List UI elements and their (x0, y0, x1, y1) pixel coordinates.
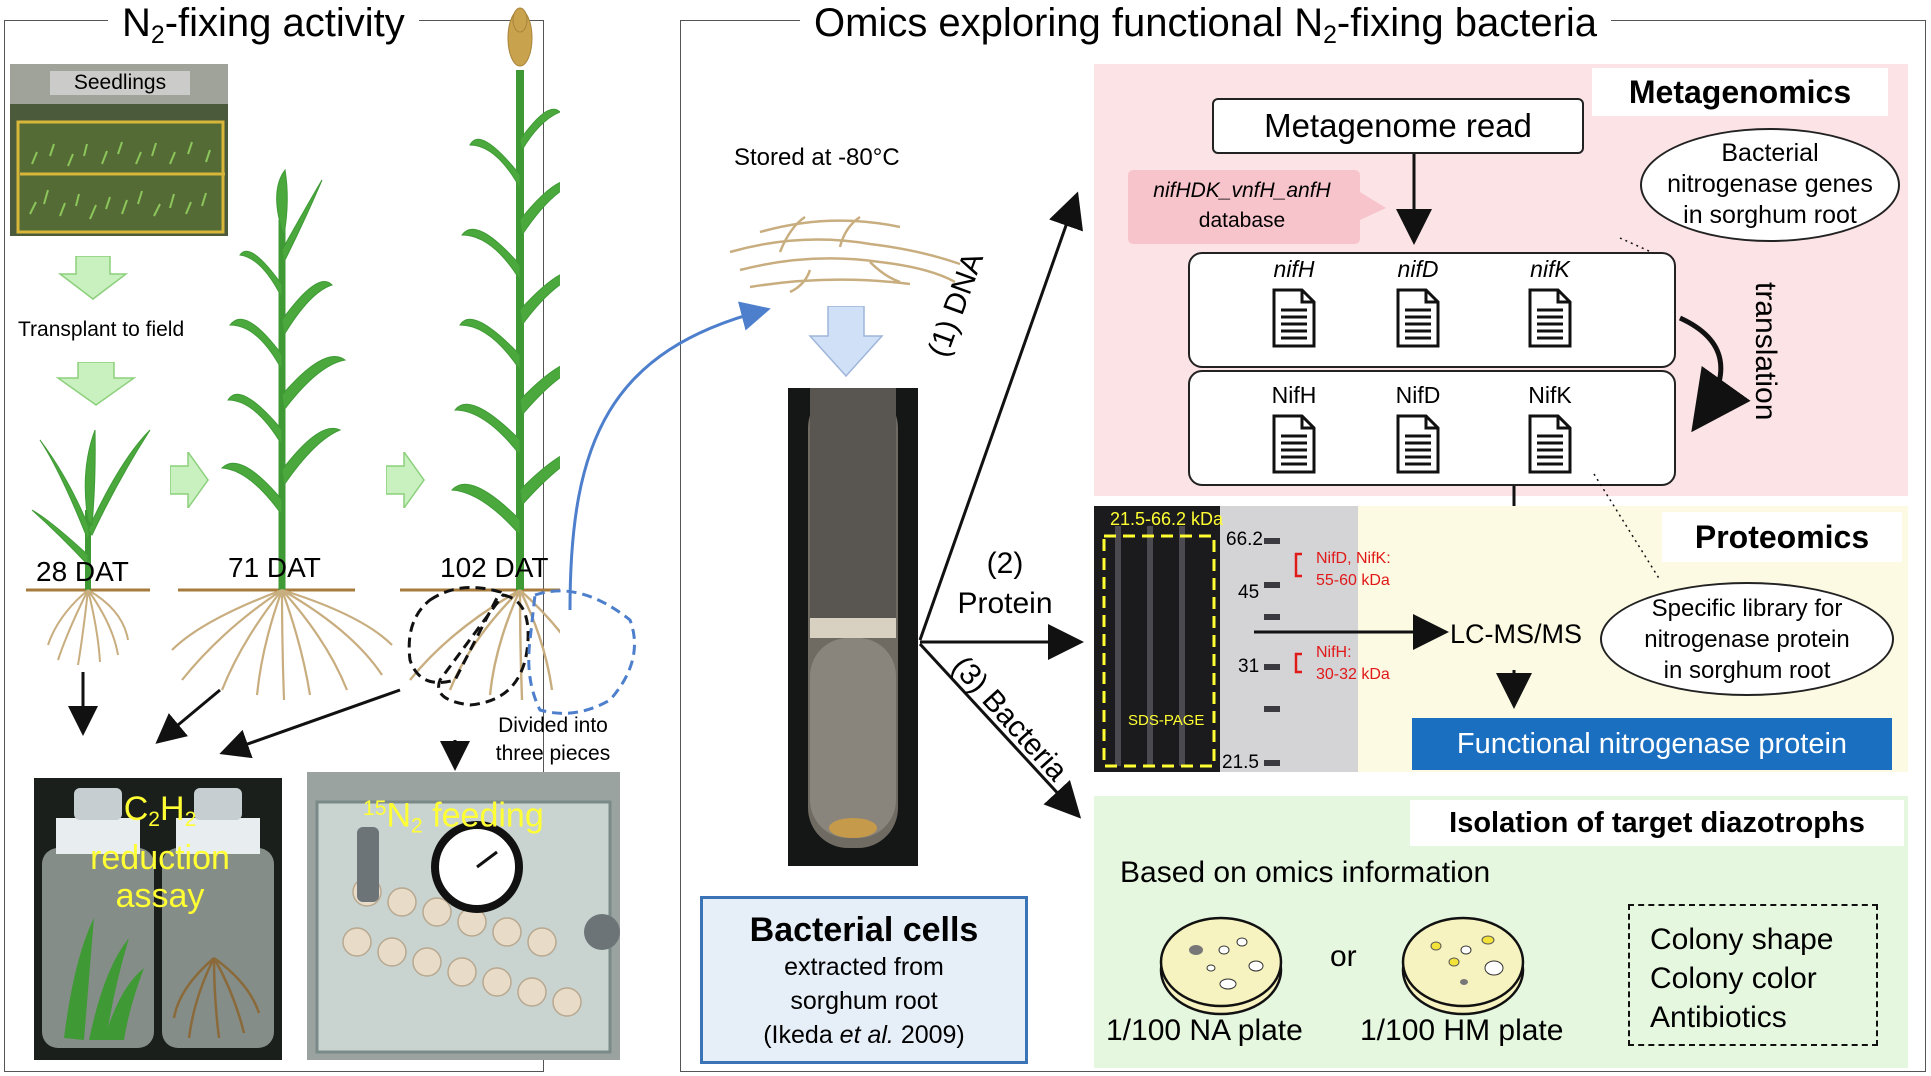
gene-label-nifk: nifK (1530, 256, 1570, 282)
marker-31: 31 (1238, 656, 1260, 677)
feeding-photo (307, 772, 620, 1060)
transplant-arrow-1 (58, 256, 128, 300)
root-piece-1 (407, 586, 503, 684)
protein-label-nifk: NifK (1528, 382, 1572, 408)
na-plate (1159, 916, 1283, 1016)
sds-page-gel (1094, 506, 1358, 772)
functional-protein-box: Functional nitrogenase protein (1412, 718, 1892, 770)
criteria-box: Colony shape Colony color Antibiotics (1628, 904, 1878, 1046)
arrow-protein-label: (2) Protein (957, 547, 1053, 620)
hm-plate-label: 1/100 HM plate (1360, 1014, 1564, 1047)
based-on-label: Based on omics information (1120, 856, 1491, 889)
database-callout (1128, 170, 1386, 244)
protein-label-nifd: NifD (1395, 382, 1441, 408)
plant-28dat (31, 429, 151, 590)
document-icon-nifh (1272, 288, 1316, 348)
or-label: or (1330, 940, 1357, 973)
marker-66: 66.2 (1226, 529, 1263, 550)
left-arrows (68, 672, 470, 771)
protein-label-nifh: NifH (1271, 382, 1317, 408)
document-icon-nifh-protein (1272, 414, 1316, 474)
panicle (507, 7, 533, 67)
library-connector (1593, 473, 1661, 581)
growth-arrow-2 (386, 452, 425, 508)
stage-label-102dat: 102 DAT (440, 552, 549, 583)
bacterial-cells-box: Bacterial cells extracted from sorghum r… (700, 896, 1028, 1064)
lcms-label: LC-MS/MS (1450, 619, 1583, 649)
plant-102dat (450, 70, 560, 590)
root-piece-3 (527, 589, 636, 715)
criteria-antibiotics: Antibiotics (1650, 1001, 1787, 1034)
assay-photo (34, 778, 282, 1060)
proteomics-label: Proteomics (1662, 512, 1902, 562)
stage-label-28dat: 28 DAT (36, 556, 129, 587)
omics-arrows (918, 191, 1084, 819)
bacterial-cells-line2: extracted from (784, 953, 944, 981)
right-panel-title: Omics exploring functional N2-fixing bac… (800, 2, 1612, 57)
document-icon-nifd-protein (1396, 414, 1440, 474)
na-plate-label: 1/100 NA plate (1106, 1014, 1303, 1047)
protein-library-oval: Specific library for nitrogenase protein… (1600, 582, 1894, 696)
band-label-nifdk: NifD, NifK: 55-60 kDa (1316, 550, 1391, 589)
bacterial-cells-title: Bacterial cells (749, 911, 979, 949)
gel-range-label: 21.5-66.2 kDa (1110, 509, 1224, 529)
extraction-arrow (808, 306, 884, 378)
roots-102dat (409, 588, 560, 701)
roots-28dat (47, 589, 129, 666)
plant-growth-illustration (26, 7, 560, 707)
stored-roots (729, 215, 961, 294)
gene-label-nifh: nifH (1273, 256, 1315, 282)
document-icon-nifk (1528, 288, 1572, 348)
left-panel-title: N2-fixing activity (108, 2, 419, 57)
gel-name-label: SDS-PAGE (1128, 712, 1205, 729)
transplant-arrow-2 (56, 362, 136, 406)
feeding-label: 15N2 feeding (363, 796, 544, 838)
tube-photo (788, 388, 918, 866)
stage-label-71dat: 71 DAT (228, 552, 321, 583)
sampling-arrow (568, 301, 771, 611)
roots-71dat (171, 588, 393, 701)
transplant-label: Transplant to field (18, 318, 185, 341)
bacterial-cells-citation: (Ikeda et al. 2009) (763, 1021, 965, 1049)
marker-45: 45 (1238, 582, 1260, 603)
growth-arrow-1 (170, 452, 209, 508)
bacterial-cells-line3: sorghum root (790, 987, 938, 1015)
gene-label-nifd: nifD (1397, 256, 1439, 282)
document-icon-nifk-protein (1528, 414, 1572, 474)
band-label-nifh: NifH: 30-32 kDa (1316, 644, 1390, 683)
isolation-label: Isolation of target diazotrophs (1410, 800, 1904, 846)
nitrogenase-genes-oval: Bacterial nitrogenase genes in sorghum r… (1640, 128, 1900, 242)
translation-label: translation (1749, 282, 1782, 421)
divided-label: Divided into three pieces (495, 714, 611, 765)
root-piece-2 (437, 593, 530, 707)
proteomics-arrows (1254, 614, 1532, 709)
seedlings-label: Seedlings (50, 71, 190, 95)
marker-21: 21.5 (1222, 752, 1259, 773)
criteria-colony-shape: Colony shape (1650, 923, 1834, 956)
database-label: nifHDK_vnfH_anfH database (1153, 179, 1331, 232)
hm-plate (1401, 916, 1525, 1016)
document-icon-nifd (1396, 288, 1440, 348)
metagenomics-label: Metagenomics (1592, 68, 1888, 116)
stored-label: Stored at -80°C (734, 144, 900, 171)
metagenome-read-box: Metagenome read (1212, 98, 1584, 154)
plant-71dat (220, 168, 347, 590)
criteria-colony-color: Colony color (1650, 962, 1817, 995)
assay-label: C2H2 reduction assay (90, 790, 230, 915)
